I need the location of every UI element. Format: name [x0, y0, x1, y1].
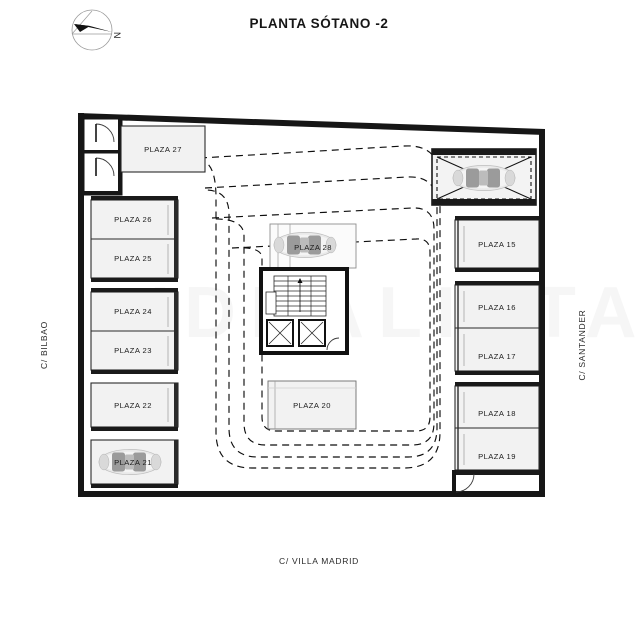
door-top-left-upper	[95, 123, 115, 143]
stair-elevator-core	[259, 267, 349, 355]
door-bottom-right	[455, 473, 475, 493]
ramp-stall	[431, 148, 537, 206]
door-top-left-lower	[95, 157, 115, 177]
plaza-28-car-icon	[273, 231, 337, 259]
compass-north-label: N	[112, 32, 122, 39]
exterior-wall	[78, 113, 545, 497]
page-title: PLANTA SÓTANO -2	[249, 16, 389, 31]
service-rooms-top-left	[83, 118, 123, 196]
ramp-car-icon	[452, 164, 516, 192]
plaza-21-car-icon	[98, 448, 162, 476]
street-label-bilbao: C/ BILBAO	[39, 321, 49, 369]
stall-plaza-20[interactable]	[267, 380, 357, 430]
core-door	[326, 337, 340, 351]
elevator-2	[298, 319, 326, 347]
parking-column-left	[90, 125, 206, 488]
stall-plaza-27[interactable]	[120, 125, 206, 173]
stall-plaza-28[interactable]	[269, 223, 357, 269]
street-label-santander: C/ SANTANDER	[577, 309, 587, 381]
elevator-1	[266, 319, 294, 347]
staircase-icon	[265, 275, 327, 317]
street-label-villa-madrid: C/ VILLA MADRID	[279, 556, 359, 566]
compass-icon: N	[71, 9, 122, 51]
compass-rose: N	[66, 4, 134, 56]
parking-column-right	[452, 216, 540, 494]
